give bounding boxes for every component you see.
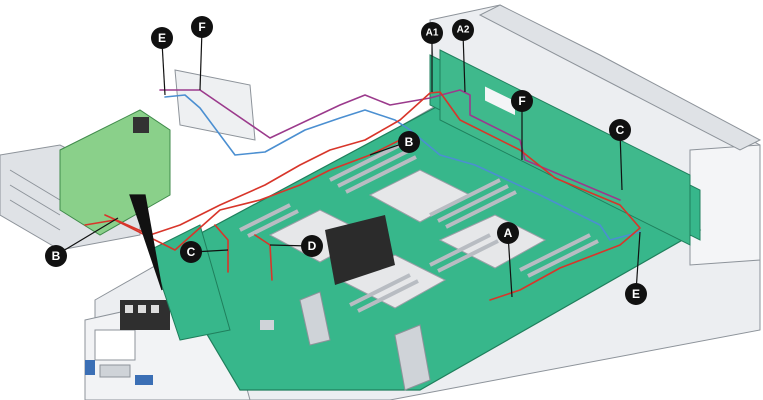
callout-e-bottom: E — [625, 283, 647, 305]
callout-label: E — [158, 31, 166, 45]
callout-b-center: B — [398, 131, 420, 153]
pcie-riser — [0, 69, 256, 251]
callout-f-top: F — [191, 16, 213, 38]
cable-f — [159, 89, 621, 201]
dimm-slots — [239, 143, 599, 313]
callout-a: A — [497, 222, 519, 244]
callout-label: A1 — [426, 28, 439, 39]
callout-label: D — [308, 239, 317, 253]
callout-d: D — [301, 235, 323, 257]
callout-label: E — [632, 287, 640, 301]
callout-label: C — [187, 245, 196, 259]
callout-label: B — [405, 135, 414, 149]
backplane — [439, 49, 691, 246]
cable-b — [84, 139, 401, 251]
callout-label: F — [198, 20, 205, 34]
callout-label: B — [52, 249, 61, 263]
cables — [84, 89, 641, 301]
leader-lines — [57, 29, 641, 298]
callout-label: F — [518, 94, 525, 108]
callout-label: A2 — [457, 25, 470, 36]
cable-e — [164, 94, 641, 241]
callout-label: C — [616, 123, 625, 137]
raid-module — [325, 215, 395, 285]
callout-c-left: C — [180, 241, 202, 263]
callout-b-left: B — [45, 245, 67, 267]
callout-label: A — [504, 226, 513, 240]
callout-f-right: F — [511, 90, 533, 112]
callout-c-right: C — [609, 119, 631, 141]
front-io-panel — [84, 289, 251, 400]
cable-c — [214, 224, 229, 273]
cable-a — [104, 91, 641, 301]
callout-e-top: E — [151, 27, 173, 49]
callout-a2: A2 — [452, 19, 474, 41]
callout-a1: A1 — [421, 22, 443, 44]
